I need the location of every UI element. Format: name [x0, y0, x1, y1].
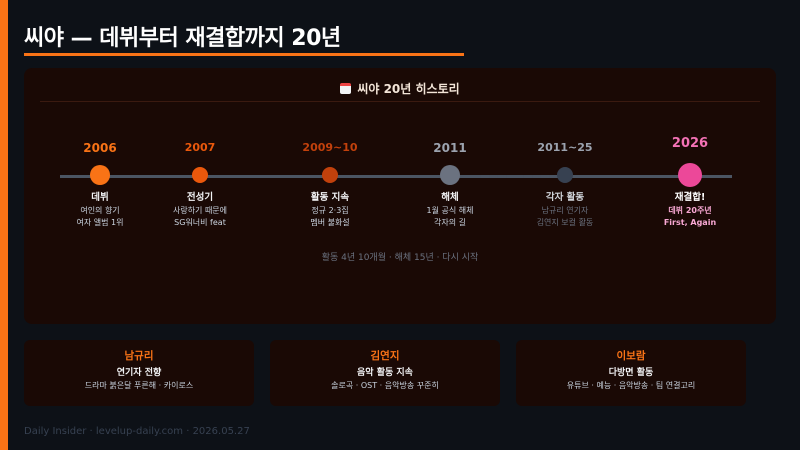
- event-desc: 남규리 연기자 김연지 보컬 활동: [490, 205, 640, 229]
- timeline-event-2011-25: 2011~25 각자 활동 남규리 연기자 김연지 보컬 활동: [490, 141, 640, 227]
- event-dot: [557, 167, 573, 183]
- event-dot: [90, 165, 110, 185]
- event-title: 각자 활동: [545, 192, 585, 203]
- event-desc-line: 데뷔 20주년: [668, 206, 712, 215]
- event-desc: 데뷔 20주년 First, Again: [615, 205, 765, 229]
- calendar-icon: [340, 83, 352, 94]
- timeline-event-2026: 2026 재결합! 데뷔 20주년 First, Again: [615, 137, 765, 228]
- timeline-event-2011: 2011 해체 1월 공식 해체 각자의 길: [375, 141, 525, 227]
- member-name: 김연지: [370, 350, 400, 362]
- member-name: 이보람: [616, 350, 646, 362]
- event-desc-line: 김연지 보컬 활동: [536, 218, 594, 227]
- event-desc: 사랑하기 때문에 SG워너비 feat: [125, 205, 275, 229]
- event-desc-line: 남규리 연기자: [541, 206, 589, 215]
- event-year: 2007: [184, 141, 216, 154]
- event-desc-line: SG워너비 feat: [174, 218, 226, 227]
- timeline-track: [60, 175, 732, 178]
- event-desc-line: 1월 공식 해체: [426, 206, 474, 215]
- header-divider: [40, 101, 760, 102]
- timeline-footnote: 활동 4년 10개월 · 해체 15년 · 다시 시작: [321, 253, 479, 263]
- event-desc: 여인의 향기 여자 앨범 1위: [25, 205, 175, 229]
- event-desc: 1월 공식 해체 각자의 길: [375, 205, 525, 229]
- member-card-nam-gyuri: 남규리 연기자 전향 드라마 붉은달 푸른해 · 카이로스: [24, 340, 254, 406]
- member-role: 연기자 전향: [116, 368, 162, 378]
- event-year: 2026: [671, 136, 709, 151]
- event-year: 2009~10: [302, 141, 358, 154]
- event-dot: [192, 167, 208, 183]
- timeline-event-2007: 2007 전성기 사랑하기 때문에 SG워너비 feat: [125, 141, 275, 227]
- timeline-track-dashed: [472, 175, 564, 178]
- event-year: 2011~25: [537, 141, 593, 154]
- member-card-kim-yeonji: 김연지 음악 활동 지속 솔로곡 · OST · 음악방송 꾸준히: [270, 340, 500, 406]
- event-desc-line: 여자 앨범 1위: [76, 218, 124, 227]
- member-desc: 솔로곡 · OST · 음악방송 꾸준히: [331, 381, 439, 390]
- member-role: 음악 활동 지속: [357, 368, 413, 378]
- event-title: 데뷔: [91, 192, 109, 203]
- timeline-header-text: 씨야 20년 히스토리: [357, 82, 460, 96]
- title-underline: [24, 53, 464, 56]
- timeline-event-2006: 2006 데뷔 여인의 향기 여자 앨범 1위: [25, 141, 175, 227]
- event-dot: [678, 163, 702, 187]
- event-desc-line: 멤버 불화설: [310, 218, 350, 227]
- event-desc-line: 사랑하기 때문에: [172, 206, 228, 215]
- event-desc-line: 각자의 길: [434, 218, 466, 227]
- member-desc: 드라마 붉은달 푸른해 · 카이로스: [84, 381, 194, 390]
- event-title: 해체: [441, 192, 459, 203]
- member-desc: 유튜브 · 예능 · 음악방송 · 팀 연결고리: [566, 381, 696, 390]
- member-card-lee-boram: 이보람 다방면 활동 유튜브 · 예능 · 음악방송 · 팀 연결고리: [516, 340, 746, 406]
- member-name: 남규리: [124, 350, 154, 362]
- event-year: 2011: [433, 141, 467, 155]
- event-desc-line: First, Again: [663, 218, 717, 227]
- event-title: 전성기: [186, 192, 214, 203]
- event-title: 재결합!: [674, 192, 706, 203]
- event-desc-line: 여인의 향기: [80, 206, 120, 215]
- event-year: 2006: [83, 141, 117, 155]
- event-title: 활동 지속: [310, 192, 350, 203]
- accent-side-bar: [0, 0, 8, 450]
- event-desc-line: 정규 2·3집: [311, 206, 349, 215]
- footer-credit: Daily Insider · levelup-daily.com · 2026…: [24, 426, 250, 437]
- event-dot: [440, 165, 460, 185]
- timeline-card: 씨야 20년 히스토리 2006 데뷔 여인의 향기 여자 앨범 1위 2007…: [24, 68, 776, 324]
- page-title: 씨야 — 데뷔부터 재결합까지 20년: [24, 26, 341, 51]
- member-role: 다방면 활동: [608, 368, 654, 378]
- event-dot: [322, 167, 338, 183]
- event-desc: 정규 2·3집 멤버 불화설: [255, 205, 405, 229]
- timeline-event-2009-10: 2009~10 활동 지속 정규 2·3집 멤버 불화설: [255, 141, 405, 227]
- timeline-header: 씨야 20년 히스토리: [24, 80, 776, 97]
